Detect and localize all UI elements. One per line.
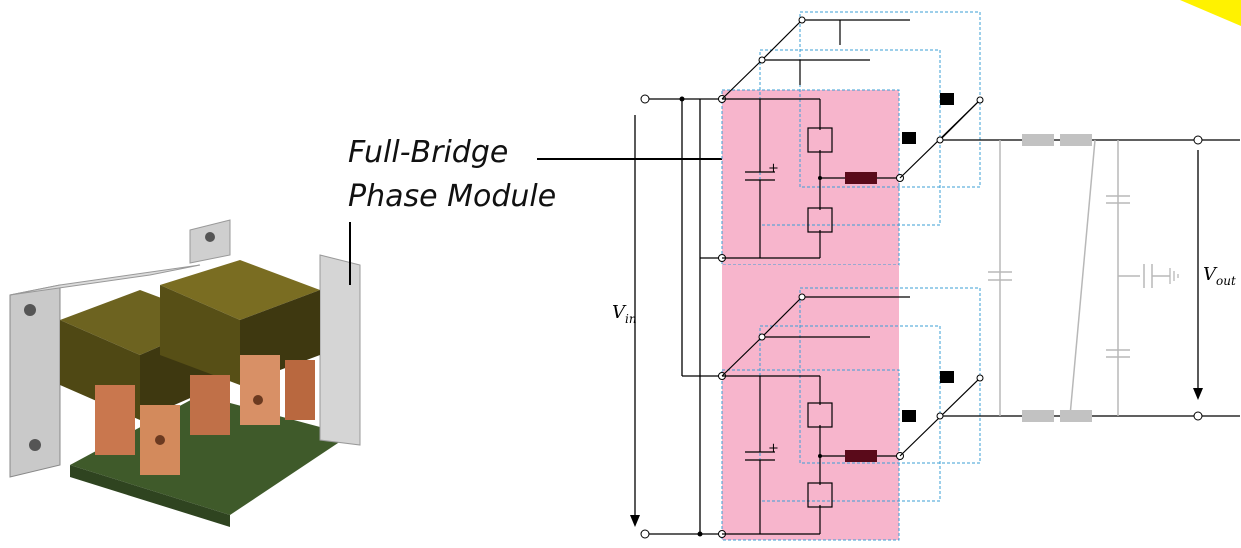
inductor-icon-bottom [845, 450, 877, 462]
module-label-line1: Full-Bridge [348, 135, 509, 170]
ground-icon [1169, 268, 1179, 284]
cap-polarity-top: + [768, 161, 779, 176]
inductor-icon [845, 172, 877, 184]
module-label-line2: Phase Module [348, 179, 557, 214]
phase-module-gap [722, 265, 899, 370]
vin-label: Vin [612, 302, 637, 326]
corner-tab [1180, 0, 1241, 26]
vout-label: Vout [1203, 264, 1236, 288]
power-module-photo-icon [9, 219, 361, 527]
cap-polarity-bottom: + [768, 441, 779, 456]
